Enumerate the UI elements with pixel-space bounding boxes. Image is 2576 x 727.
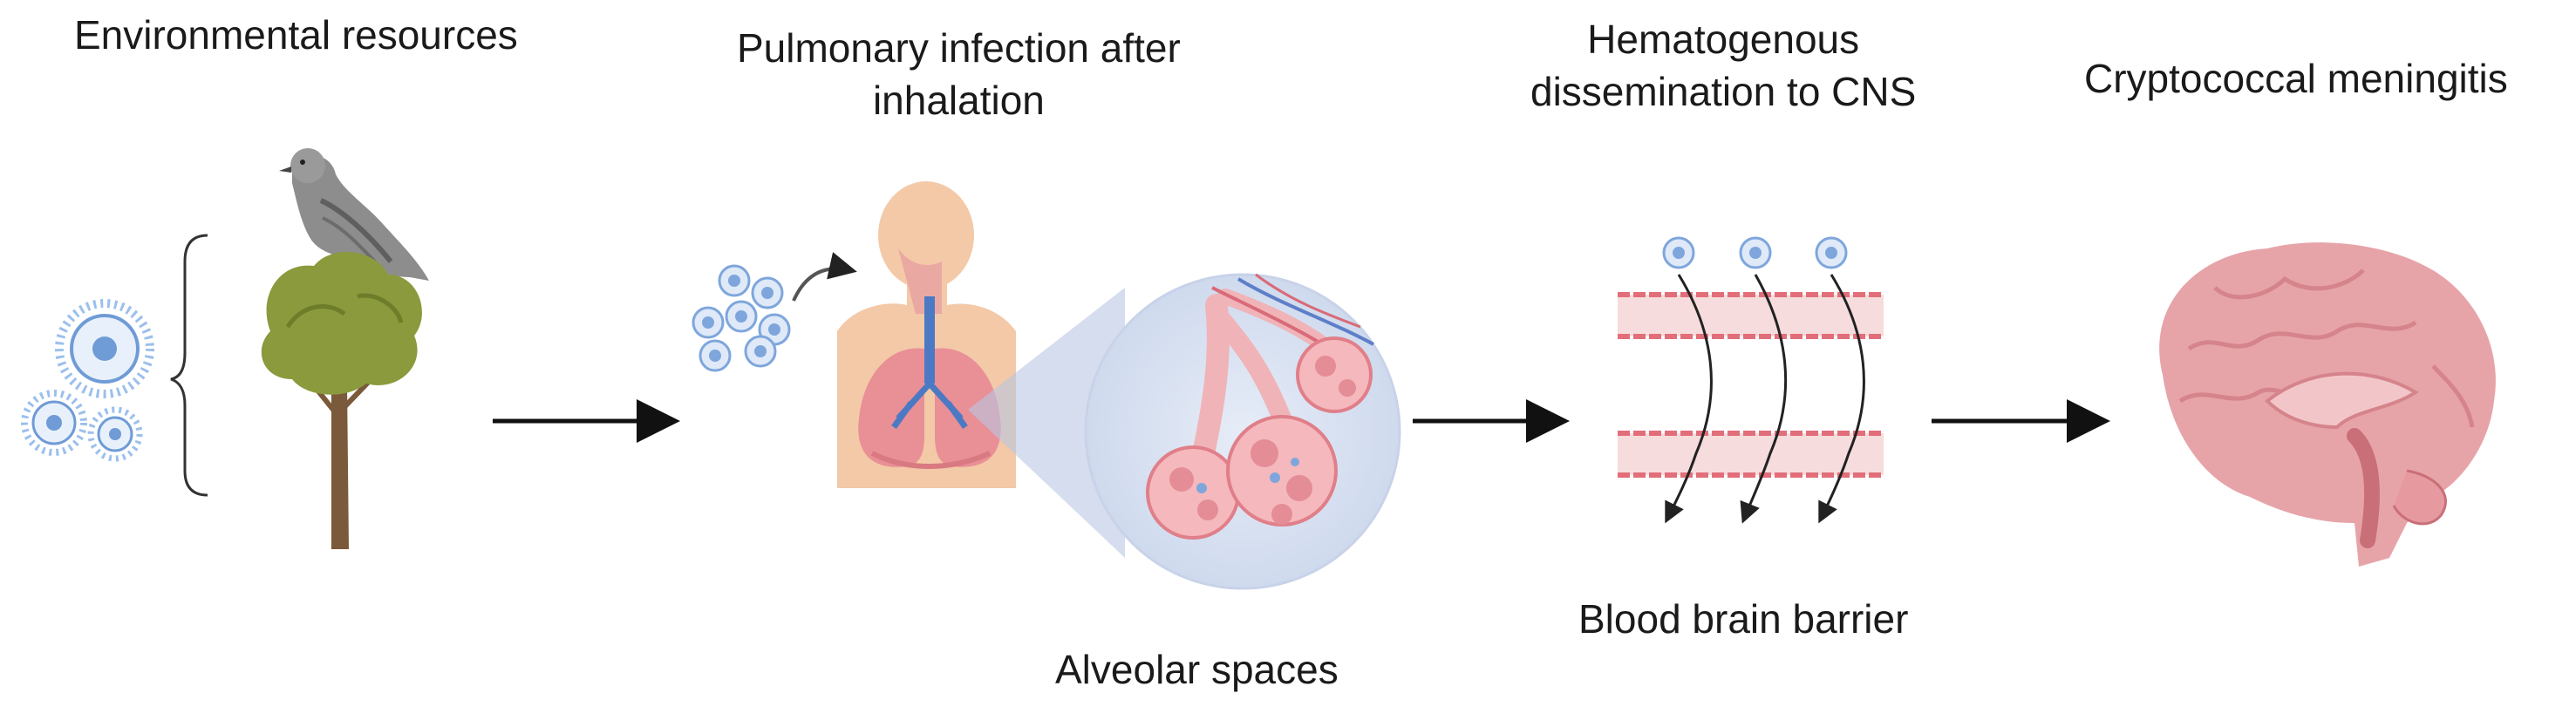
stage-label-environment: Environmental resources (74, 9, 518, 61)
pigeon-icon (279, 148, 429, 289)
inhaled-spores-icon (692, 264, 791, 372)
zoom-cone (968, 288, 1125, 558)
migration-arrow (1665, 274, 1713, 524)
annotation-text: Blood brain barrier (1578, 596, 1909, 642)
tree-icon (261, 251, 422, 549)
annotation-text: Alveolar spaces (1055, 647, 1339, 692)
inhalation-arrow (792, 252, 857, 302)
stage-label-line: Cryptococcal meningitis (2084, 56, 2508, 101)
stage-label-line: Hematogenous (1587, 17, 1860, 62)
brain-icon (2159, 242, 2496, 567)
stage-label-meningitis: Cryptococcal meningitis (2084, 52, 2508, 105)
stage-label-line: dissemination to CNS (1530, 69, 1917, 114)
lungs-icon (858, 296, 1001, 469)
cryptococcus-cell-icon (87, 406, 143, 462)
alveoli-illustration (1146, 273, 1374, 540)
stage-label-line: Pulmonary infection after (737, 25, 1181, 71)
alveolar-spaces-label: Alveolar spaces (1055, 643, 1339, 696)
blood-vessel-upper (1618, 292, 1884, 339)
migration-arrow (1740, 274, 1788, 524)
stage-label-hematogenous: Hematogenous dissemination to CNS (1530, 13, 1916, 118)
circulating-cryptococcus-icon (1662, 236, 1848, 269)
cryptococcus-cell-icon (55, 299, 154, 398)
curly-brace (170, 234, 208, 497)
cryptococcus-cell-icon (21, 390, 87, 456)
blood-brain-barrier-label: Blood brain barrier (1578, 593, 1908, 645)
migration-arrow (1818, 274, 1865, 524)
stage-label-line: inhalation (872, 78, 1045, 123)
stage-label-line: Environmental resources (74, 12, 518, 58)
stage-label-pulmonary: Pulmonary infection after inhalation (737, 22, 1181, 126)
